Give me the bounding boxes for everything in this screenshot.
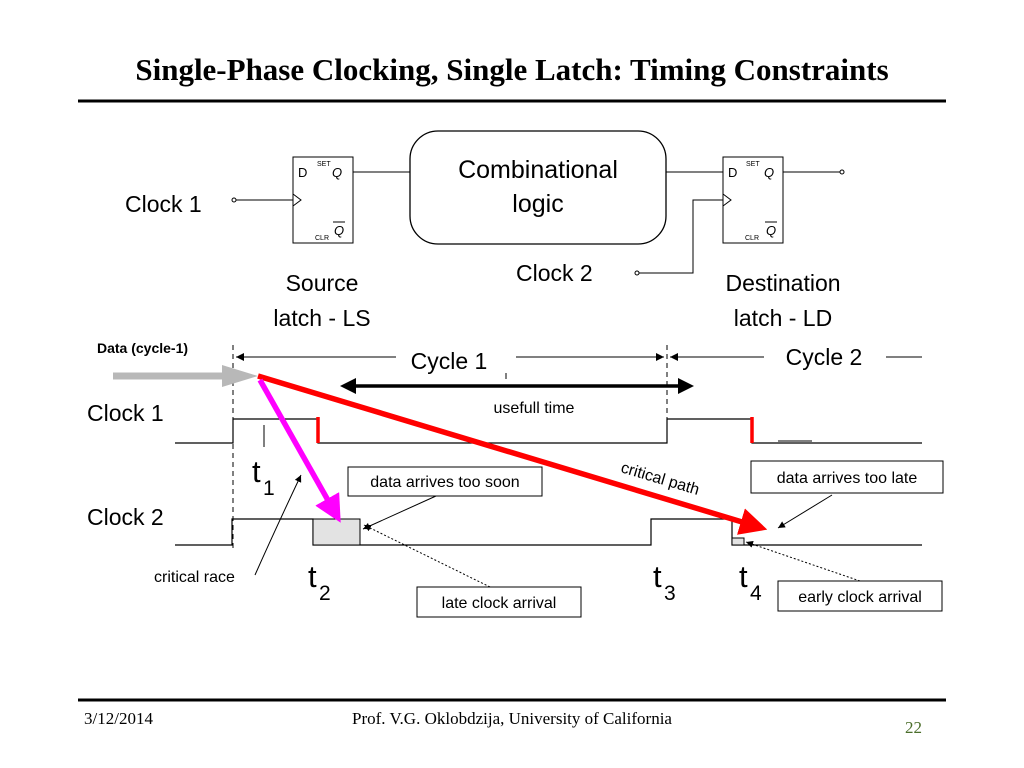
dest-latch-label-2: latch - LD [734, 305, 832, 331]
source-latch-set: SET [317, 161, 331, 168]
critical-path-label: critical path [619, 460, 701, 499]
too-soon-pointer [362, 495, 437, 530]
dest-latch-q: Q [764, 165, 774, 180]
footer-author: Prof. V.G. Oklobdzija, University of Cal… [352, 709, 672, 728]
source-latch-label-1: Source [286, 270, 359, 296]
destination-latch: D Q SET CLR Q [722, 156, 784, 244]
critical-path-arrow [257, 373, 768, 535]
callout-data-too-late: data arrives too late [750, 460, 944, 494]
cycle2-label: Cycle 2 [786, 344, 863, 370]
footer-date: 3/12/2014 [84, 709, 153, 728]
callout-early-clock: early clock arrival [777, 580, 943, 612]
callout-late-clock: late clock arrival [416, 586, 582, 618]
svg-text:t: t [252, 454, 261, 489]
data-arrival-arrowhead [222, 365, 258, 387]
usefull-time-label: usefull time [494, 400, 575, 417]
svg-text:1: 1 [263, 477, 275, 500]
critical-race-arrow [257, 378, 341, 523]
slide-title: Single-Phase Clocking, Single Latch: Tim… [135, 52, 889, 87]
late-clock-skew-region [312, 518, 361, 546]
clock2-wave-label: Clock 2 [87, 504, 164, 530]
footer-page-number: 22 [905, 718, 922, 737]
source-latch-label-2: latch - LS [273, 305, 370, 331]
label-t3: t 3 [653, 559, 676, 605]
critical-race-label: critical race [154, 569, 235, 586]
dest-clock-triangle [722, 193, 732, 207]
dest-latch-qbar: Q [766, 223, 776, 238]
clock1-wave-label: Clock 1 [87, 400, 164, 426]
wire-clock2 [639, 199, 723, 274]
dest-latch-clr: CLR [745, 235, 759, 242]
early-clock-pointer [745, 540, 861, 582]
source-latch: D Q SET CLR Q [292, 156, 354, 244]
svg-text:data arrives too late: data arrives too late [777, 470, 918, 487]
critical-race-pointer [254, 474, 302, 576]
source-latch-q: Q [332, 165, 342, 180]
svg-text:4: 4 [750, 582, 762, 605]
combinational-logic-block [409, 130, 667, 245]
callout-data-too-soon: data arrives too soon [347, 466, 543, 497]
combinational-label-1: Combinational [458, 156, 618, 184]
svg-text:t: t [308, 559, 317, 594]
late-clock-pointer [363, 524, 491, 588]
label-t1: t 1 [252, 454, 275, 500]
cycle1-label: Cycle 1 [411, 348, 488, 374]
svg-text:t: t [653, 559, 662, 594]
combinational-label-2: logic [512, 190, 563, 218]
source-latch-clr: CLR [315, 235, 329, 242]
early-clock-skew-region [731, 537, 745, 546]
dest-latch-set: SET [746, 161, 760, 168]
svg-text:2: 2 [319, 582, 331, 605]
dest-latch-label-1: Destination [725, 270, 840, 296]
too-late-pointer [777, 494, 833, 529]
source-latch-qbar: Q [334, 223, 344, 238]
label-t2: t 2 [308, 559, 331, 605]
dest-latch-d: D [728, 165, 737, 180]
svg-text:late clock arrival: late clock arrival [442, 595, 557, 612]
clock1-input-label: Clock 1 [125, 191, 202, 217]
source-latch-d: D [298, 165, 307, 180]
svg-text:3: 3 [664, 582, 676, 605]
source-clock-triangle [292, 193, 302, 207]
clock2-waveform [175, 518, 922, 546]
data-cycle-label: Data (cycle-1) [97, 340, 188, 356]
svg-text:t: t [739, 559, 748, 594]
svg-text:data arrives too soon: data arrives too soon [370, 474, 519, 491]
label-t4: t 4 [739, 559, 762, 605]
clock2-input-label: Clock 2 [516, 260, 593, 286]
svg-text:early clock arrival: early clock arrival [798, 589, 922, 606]
